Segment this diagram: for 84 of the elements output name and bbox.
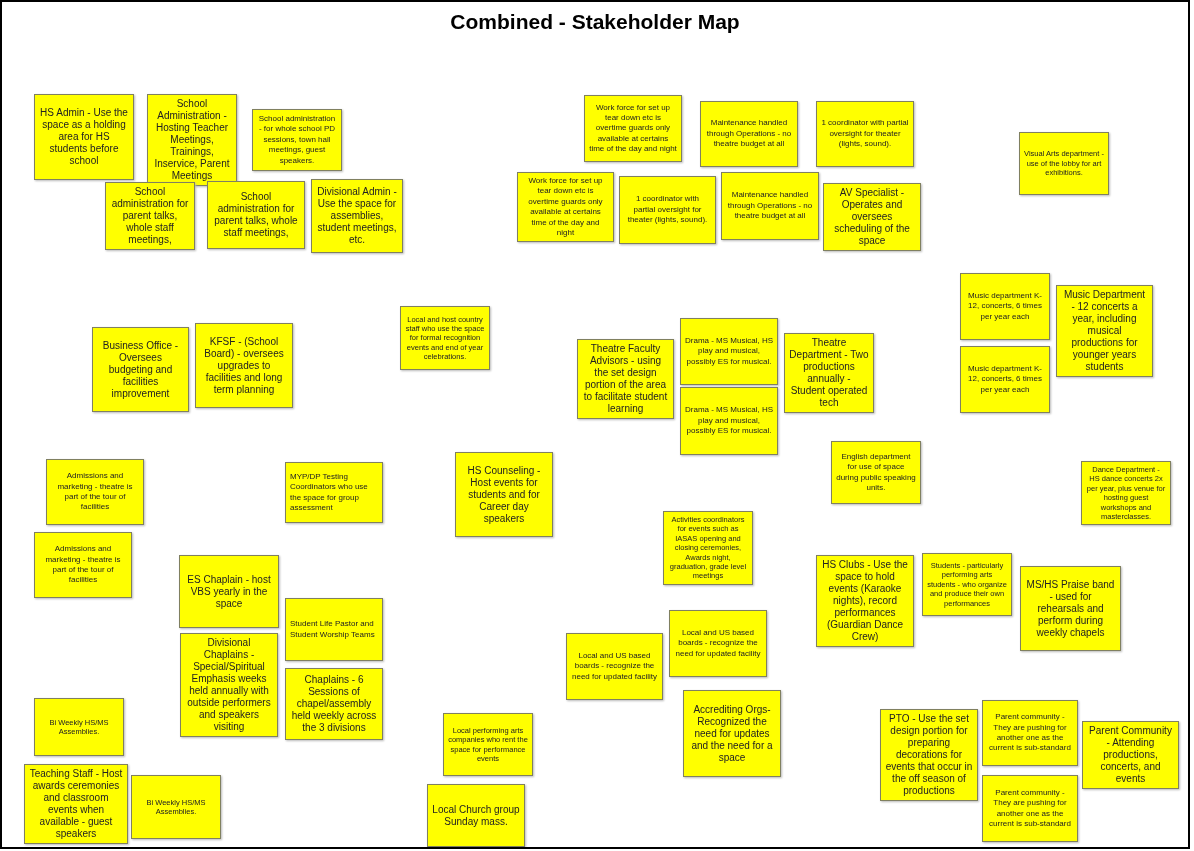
note-text: Business Office - Oversees budgeting and facilities improvement xyxy=(101,339,180,400)
note-text: 1 coordinator with partial oversight for theater (lights, sound). xyxy=(626,194,709,226)
note-text: Student Life Pastor and Student Worship Teams xyxy=(290,619,376,640)
sticky-note xyxy=(680,318,778,385)
sticky-note xyxy=(823,183,921,251)
sticky-note xyxy=(455,452,553,537)
sticky-note xyxy=(34,698,124,756)
note-text: Maintenance handled through Operations - no theatre budget at all xyxy=(705,118,793,150)
note-text: Theatre Faculty Advisors - using the set design portion of the area to facilitate student learning xyxy=(582,343,669,415)
note-text: Music Department - 12 concerts a year, including musical productions for younger years students xyxy=(1062,289,1147,373)
sticky-note xyxy=(1020,566,1121,651)
note-text: Divisional Chaplains - Special/Spiritual Emphasis weeks held annually with outside performers and speakers visiting xyxy=(186,637,272,733)
note-text: School Administration - Hosting Teacher Meetings, Trainings, Inservice, Parent Meetings xyxy=(153,98,231,182)
sticky-note xyxy=(700,101,798,167)
sticky-note xyxy=(1019,132,1109,195)
sticky-note xyxy=(427,784,525,847)
sticky-note xyxy=(960,346,1050,413)
note-text: KFSF - (School Board) - oversees upgrades to facilities and long term planning xyxy=(203,335,285,396)
note-text: Parent community - They are pushing for another one as the current is sub-standard xyxy=(988,787,1072,830)
note-text: ES Chaplain - host VBS yearly in the space xyxy=(186,573,272,610)
note-text: Music department K-12, concerts, 6 times per year each xyxy=(967,290,1043,323)
note-text: Drama - MS Musical, HS play and musical, possibly ES for musical. xyxy=(685,405,773,437)
sticky-note xyxy=(831,441,921,504)
note-text: Local and US based boards - recognize the need for updated facility xyxy=(674,627,762,660)
note-text: Work force for set up tear down etc is overtime guards only available at certains time of the day and night xyxy=(589,102,677,155)
title: Combined - Stakeholder Map xyxy=(450,10,740,34)
sticky-note xyxy=(443,713,533,776)
sticky-note xyxy=(517,172,614,243)
note-text: HS Counseling - Host events for students and for Career day speakers xyxy=(466,464,542,525)
sticky-note xyxy=(683,690,781,777)
note-text: Music department K-12, concerts, 6 times per year each xyxy=(967,363,1043,396)
note-text: Parent Community - Attending productions, concerts, and events xyxy=(1088,725,1173,785)
note-text: PTO - Use the set design portion for preparing decorations for events that occur in the off season of productions xyxy=(885,713,973,797)
sticky-note xyxy=(1056,285,1153,377)
sticky-note xyxy=(982,775,1078,842)
sticky-note xyxy=(566,633,663,700)
note-text: HS Admin - Use the space as a holding area for HS students before school xyxy=(39,107,129,167)
note-text: Maintenance handled through Operations - no theatre budget at all xyxy=(726,190,814,222)
note-text: Admissions and marketing - theatre is part of the tour of facilities xyxy=(56,471,134,513)
sticky-note xyxy=(195,323,293,408)
sticky-note xyxy=(982,700,1078,766)
sticky-note xyxy=(180,633,278,737)
note-text: 1 coordinator with partial oversight for theater (lights, sound). xyxy=(821,118,909,150)
sticky-note xyxy=(922,553,1012,616)
note-text: MS/HS Praise band - used for rehearsals and perform during weekly chapels xyxy=(1025,578,1116,639)
sticky-note xyxy=(960,273,1050,340)
note-text: Drama - MS Musical, HS play and musical, possibly ES for musical. xyxy=(685,335,773,368)
note-text: MYP/DP Testing Coordinators who use the space for group assessment xyxy=(290,471,369,514)
sticky-note xyxy=(285,668,383,740)
note-text: Work force for set up tear down etc is overtime guards only available at certains time of the day and night xyxy=(527,176,604,239)
sticky-note xyxy=(584,95,682,162)
sticky-note xyxy=(285,598,383,661)
sticky-note xyxy=(131,775,221,839)
note-text: Teaching Staff - Host awards ceremonies and classroom events when available - guest speakers xyxy=(29,768,123,840)
sticky-note xyxy=(400,306,490,370)
sticky-note xyxy=(816,101,914,167)
sticky-note xyxy=(721,172,819,240)
sticky-note xyxy=(619,176,716,244)
sticky-note xyxy=(46,459,144,525)
note-text: Local and US based boards - recognize the need for updated facility xyxy=(571,650,658,683)
note-text: School administration for parent talks, whole staff meetings, xyxy=(110,186,190,246)
note-text: Theatre Department - Two productions annually - Student operated tech xyxy=(789,337,869,409)
note-text: English department for use of space during public speaking units. xyxy=(836,451,916,494)
sticky-note xyxy=(669,610,767,677)
sticky-note xyxy=(179,555,279,628)
note-text: Chaplains - 6 Sessions of chapel/assembly held weekly across the 3 divisions xyxy=(290,674,378,734)
note-text: HS Clubs - Use the space to hold events (Karaoke nights), record performances (Guardian Dance Crew) xyxy=(821,559,909,643)
note-text: Parent community - They are pushing for another one as the current is sub-standard xyxy=(988,712,1072,754)
note-text: Divisional Admin - Use the space for assemblies, student meetings, etc. xyxy=(316,186,398,246)
sticky-note xyxy=(207,181,305,249)
sticky-note xyxy=(311,179,403,253)
note-text: Admissions and marketing - theatre is part of the tour of facilities xyxy=(44,544,122,586)
sticky-note xyxy=(34,94,134,180)
sticky-note xyxy=(92,327,189,412)
sticky-note xyxy=(34,532,132,598)
note-text: Local Church group Sunday mass. xyxy=(432,803,520,828)
note-text: School administration for parent talks, whole staff meetings, xyxy=(213,191,299,239)
sticky-note xyxy=(680,387,778,455)
note-text: Accrediting Orgs- Recognized the need for updates and the need for a space xyxy=(690,703,774,764)
note-text: School administration - for whole school PD sessions, town hall meetings, guest speakers. xyxy=(257,114,337,166)
sticky-note xyxy=(147,94,237,186)
sticky-note xyxy=(285,462,383,523)
sticky-note xyxy=(1082,721,1179,789)
note-text: AV Specialist - Operates and oversees scheduling of the space xyxy=(833,187,911,247)
